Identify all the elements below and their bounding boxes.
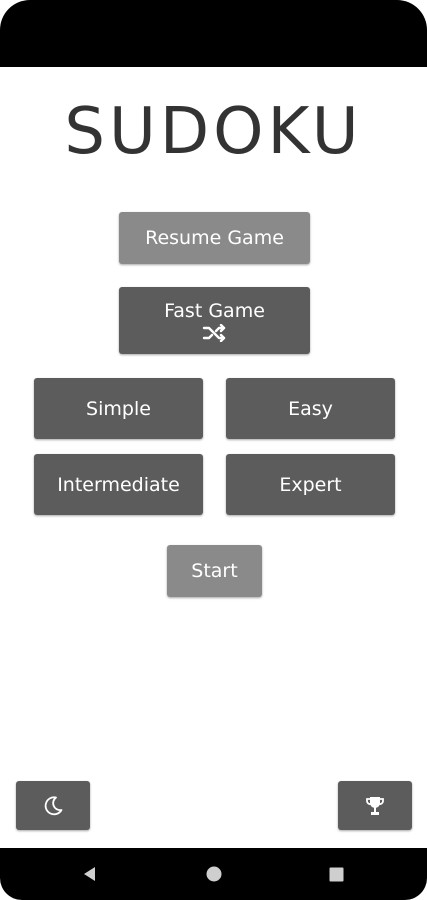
fast-game-button[interactable]: Fast Game	[119, 287, 310, 354]
system-navigation-bar	[0, 848, 427, 900]
resume-game-label: Resume Game	[145, 227, 284, 249]
difficulty-expert-button[interactable]: Expert	[226, 454, 395, 515]
resume-game-button[interactable]: Resume Game	[119, 212, 310, 264]
fast-game-label: Fast Game	[164, 299, 265, 322]
trophy-icon	[363, 794, 387, 818]
difficulty-easy-label: Easy	[288, 397, 333, 420]
leaderboard-button[interactable]	[338, 781, 412, 830]
start-label: Start	[191, 560, 238, 582]
app-title: SUDOKU	[64, 95, 363, 169]
status-bar	[0, 0, 427, 67]
difficulty-intermediate-button[interactable]: Intermediate	[34, 454, 203, 515]
difficulty-simple-button[interactable]: Simple	[34, 378, 203, 439]
difficulty-expert-label: Expert	[279, 473, 342, 496]
difficulty-intermediate-label: Intermediate	[57, 473, 180, 496]
back-icon[interactable]	[69, 848, 109, 900]
start-button[interactable]: Start	[167, 545, 262, 597]
difficulty-simple-label: Simple	[86, 397, 151, 420]
recents-icon[interactable]	[316, 848, 356, 900]
difficulty-easy-button[interactable]: Easy	[226, 378, 395, 439]
shuffle-icon	[202, 323, 228, 342]
dark-mode-button[interactable]	[16, 781, 90, 830]
moon-icon	[41, 794, 65, 818]
home-icon[interactable]	[194, 848, 234, 900]
